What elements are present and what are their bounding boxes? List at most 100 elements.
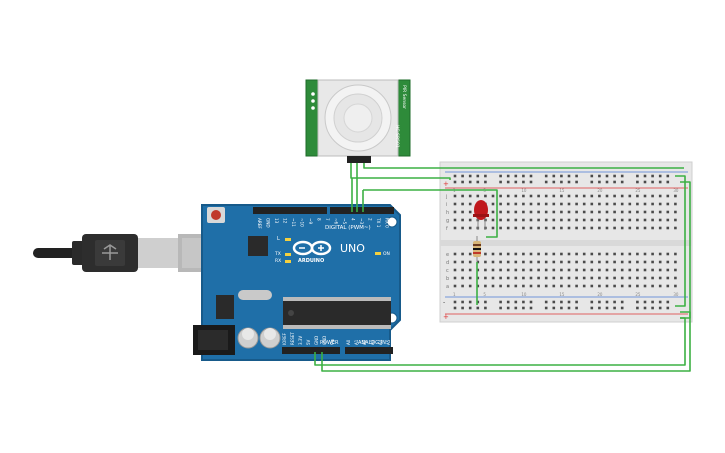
breadboard-hole[interactable] [567,202,571,206]
breadboard-hole[interactable] [613,194,616,198]
breadboard-hole[interactable] [590,284,594,288]
breadboard-hole[interactable] [529,180,533,184]
breadboard-hole[interactable] [514,218,518,222]
breadboard-hole[interactable] [567,276,571,280]
breadboard-hole[interactable] [658,174,662,178]
breadboard-hole[interactable] [453,300,457,304]
breadboard-hole[interactable] [491,194,495,198]
breadboard-hole[interactable] [613,252,616,256]
breadboard-hole[interactable] [628,260,632,264]
breadboard-hole[interactable] [620,260,624,264]
breadboard-hole[interactable] [461,300,464,304]
breadboard-hole[interactable] [560,226,563,230]
breadboard-hole[interactable] [567,210,571,214]
breadboard-hole[interactable] [613,180,616,184]
breadboard-hole[interactable] [582,194,586,198]
breadboard-hole[interactable] [453,202,457,206]
breadboard-hole[interactable] [598,202,601,206]
breadboard-hole[interactable] [674,260,677,264]
breadboard-hole[interactable] [590,218,594,222]
breadboard-hole[interactable] [484,300,487,304]
breadboard-hole[interactable] [605,202,609,206]
breadboard-hole[interactable] [613,218,616,222]
breadboard-hole[interactable] [514,252,518,256]
breadboard-hole[interactable] [544,284,548,288]
breadboard-hole[interactable] [598,210,601,214]
breadboard-hole[interactable] [537,276,540,280]
breadboard-hole[interactable] [537,252,540,256]
breadboard-hole[interactable] [636,260,639,264]
breadboard-hole[interactable] [499,284,502,288]
breadboard-hole[interactable] [590,300,594,304]
breadboard-hole[interactable] [620,174,624,178]
breadboard-hole[interactable] [468,252,472,256]
breadboard-hole[interactable] [620,300,624,304]
breadboard-hole[interactable] [575,300,578,304]
breadboard-hole[interactable] [499,252,502,256]
breadboard-hole[interactable] [560,252,563,256]
breadboard-hole[interactable] [453,260,457,264]
breadboard-hole[interactable] [666,260,670,264]
breadboard-hole[interactable] [636,226,639,230]
breadboard-hole[interactable] [636,276,639,280]
breadboard-hole[interactable] [582,268,586,272]
breadboard-hole[interactable] [468,226,472,230]
breadboard-hole[interactable] [590,306,594,310]
breadboard-hole[interactable] [468,300,472,304]
breadboard-hole[interactable] [499,202,502,206]
breadboard-hole[interactable] [628,284,632,288]
breadboard-hole[interactable] [514,174,518,178]
breadboard-hole[interactable] [590,276,594,280]
breadboard-hole[interactable] [666,226,670,230]
breadboard-hole[interactable] [628,276,632,280]
breadboard-hole[interactable] [643,210,647,214]
breadboard-hole[interactable] [468,174,472,178]
breadboard-hole[interactable] [453,252,457,256]
breadboard-hole[interactable] [598,284,601,288]
breadboard-hole[interactable] [461,276,464,280]
breadboard-hole[interactable] [499,194,502,198]
breadboard-hole[interactable] [461,284,464,288]
breadboard-hole[interactable] [461,210,464,214]
breadboard-hole[interactable] [461,268,464,272]
breadboard-hole[interactable] [484,252,487,256]
breadboard-hole[interactable] [484,194,487,198]
breadboard-hole[interactable] [575,174,578,178]
breadboard-hole[interactable] [582,260,586,264]
breadboard-hole[interactable] [658,226,662,230]
breadboard-hole[interactable] [522,276,525,280]
breadboard-hole[interactable] [544,202,548,206]
breadboard-hole[interactable] [484,284,487,288]
breadboard-hole[interactable] [658,202,662,206]
breadboard-hole[interactable] [491,284,495,288]
breadboard-hole[interactable] [605,210,609,214]
breadboard-hole[interactable] [461,194,464,198]
breadboard-hole[interactable] [567,252,571,256]
breadboard-hole[interactable] [651,180,654,184]
breadboard-hole[interactable] [651,252,654,256]
breadboard-hole[interactable] [658,268,662,272]
breadboard-hole[interactable] [567,306,571,310]
breadboard-hole[interactable] [491,202,495,206]
breadboard-hole[interactable] [651,202,654,206]
breadboard-hole[interactable] [620,276,624,280]
breadboard-hole[interactable] [453,194,457,198]
breadboard-hole[interactable] [468,268,472,272]
breadboard-hole[interactable] [605,268,609,272]
breadboard-hole[interactable] [484,260,487,264]
breadboard-hole[interactable] [636,202,639,206]
breadboard-hole[interactable] [628,252,632,256]
breadboard-hole[interactable] [620,268,624,272]
breadboard-hole[interactable] [544,226,548,230]
breadboard-hole[interactable] [620,210,624,214]
breadboard-hole[interactable] [651,268,654,272]
breadboard-hole[interactable] [598,276,601,280]
breadboard-hole[interactable] [598,194,601,198]
breadboard-hole[interactable] [575,268,578,272]
breadboard-hole[interactable] [636,268,639,272]
breadboard-hole[interactable] [522,300,525,304]
breadboard-hole[interactable] [560,174,563,178]
breadboard-hole[interactable] [560,180,563,184]
breadboard-hole[interactable] [582,218,586,222]
breadboard-hole[interactable] [666,174,670,178]
